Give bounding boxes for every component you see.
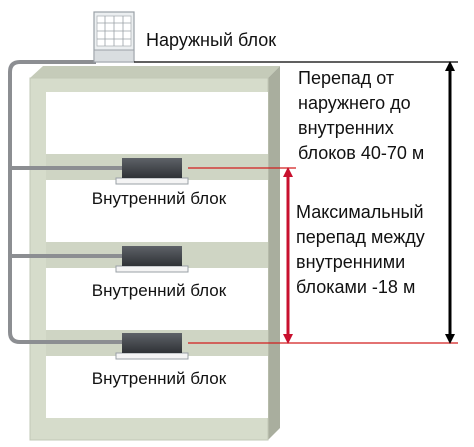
indoor-unit-3-body bbox=[122, 333, 182, 353]
indoor-unit-1 bbox=[115, 158, 189, 185]
outdoor-unit bbox=[93, 11, 135, 63]
indoor-unit-label-2: Внутренний блок bbox=[91, 281, 227, 300]
height-indoor-note-line-4: блоками -18 м bbox=[296, 277, 416, 297]
indoor-unit-label-3: Внутренний блок bbox=[91, 369, 227, 388]
height-outdoor-note-line-3: внутренних bbox=[298, 118, 394, 138]
building-top-face bbox=[30, 66, 280, 78]
floor-2-window bbox=[46, 180, 268, 242]
outdoor-unit-base bbox=[93, 49, 135, 63]
outdoor-unit-label: Наружный блок bbox=[146, 30, 277, 50]
height-outdoor-note-line-2: наружнего до bbox=[298, 93, 411, 113]
refrigerant-pipes bbox=[8, 60, 122, 344]
floor-4-window bbox=[46, 356, 268, 418]
height-indoor-note-line-1: Максимальный bbox=[296, 202, 424, 222]
indoor-unit-label-1: Внутренний блок bbox=[91, 189, 227, 208]
height-outdoor-note: Перепад от наружнего до внутренних блоко… bbox=[298, 66, 424, 166]
indoor-unit-2 bbox=[115, 246, 189, 273]
indoor-unit-1-body bbox=[122, 158, 182, 178]
height-indoor-note-line-2: перепад между bbox=[296, 227, 425, 247]
height-outdoor-note-line-1: Перепад от bbox=[298, 68, 395, 88]
building bbox=[29, 66, 280, 441]
outdoor-unit-fan-icon bbox=[97, 16, 131, 46]
main-riser-pipe bbox=[8, 60, 122, 344]
height-indoor-note: Максимальный перепад между внутренними б… bbox=[296, 200, 425, 300]
level-markers bbox=[134, 61, 458, 344]
height-outdoor-note-line-4: блоков 40-70 м bbox=[298, 143, 425, 163]
indoor-unit-2-body bbox=[122, 246, 182, 266]
floor-1-window bbox=[46, 92, 268, 154]
building-side-face bbox=[268, 66, 280, 440]
indoor-unit-3 bbox=[115, 333, 189, 360]
floor-3-window bbox=[46, 268, 268, 330]
height-indoor-note-line-3: внутренними bbox=[296, 252, 406, 272]
